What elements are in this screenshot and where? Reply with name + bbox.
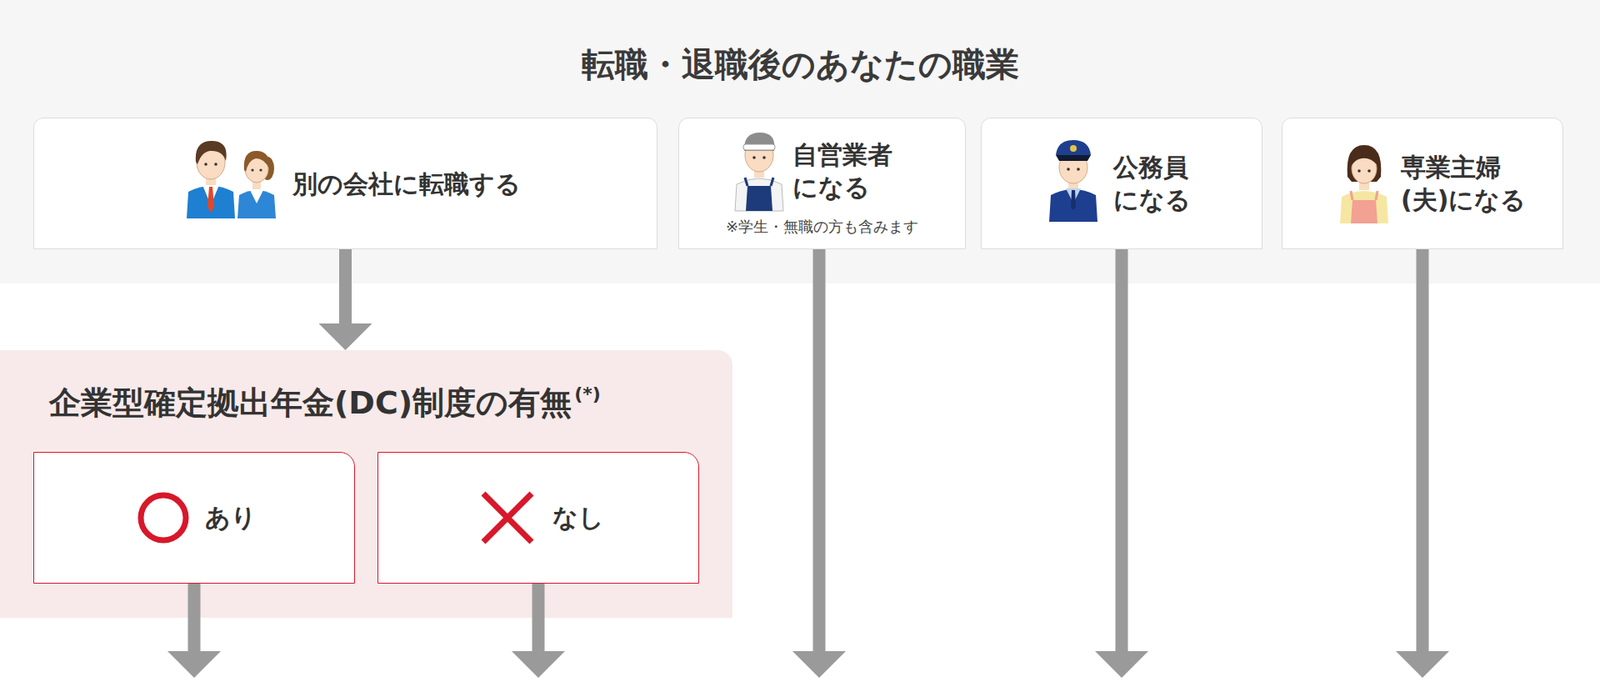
arrow-head bbox=[319, 323, 373, 350]
arrow-shaft bbox=[339, 249, 352, 325]
choice-box: あり bbox=[33, 451, 355, 584]
arrow-head bbox=[511, 650, 565, 678]
police-officer-icon bbox=[1049, 140, 1098, 222]
office-woman-icon bbox=[237, 150, 276, 219]
box-label: 自営業者 になる bbox=[792, 138, 923, 204]
arrow-head bbox=[792, 650, 846, 678]
box-label: 別の会社に転職する bbox=[292, 167, 521, 200]
arrow-shaft bbox=[532, 583, 545, 652]
circle-mark bbox=[140, 495, 186, 540]
panel-heading: 企業型確定拠出年金(DC)制度の有無(*) bbox=[49, 381, 601, 425]
footnote-mark: (*) bbox=[574, 383, 601, 405]
flow-arrow bbox=[319, 249, 373, 350]
shopkeeper-icon bbox=[735, 132, 784, 211]
arrow-head bbox=[167, 650, 221, 678]
cross-mark bbox=[483, 493, 532, 542]
career-box: 別の会社に転職する bbox=[33, 117, 658, 250]
choice-label: なし bbox=[552, 500, 605, 535]
career-box: 公務員 になる bbox=[980, 117, 1263, 250]
diagram-title: 転職・退職後のあなたの職業 bbox=[0, 41, 1600, 88]
homemaker-icon bbox=[1340, 145, 1389, 224]
box-label: 公務員 になる bbox=[1113, 150, 1244, 216]
career-box: 専業主婦 (夫)になる bbox=[1281, 117, 1564, 250]
exit-arrows bbox=[167, 249, 1450, 678]
career-box: 自営業者 になる ※学生・無職の方も含みます bbox=[678, 117, 966, 250]
arrow-head bbox=[1395, 650, 1450, 678]
arrow-head bbox=[1095, 650, 1149, 678]
arrow-shaft bbox=[1416, 249, 1430, 652]
choice-label: あり bbox=[205, 500, 257, 535]
arrow-shaft bbox=[813, 249, 826, 652]
box-note: ※学生・無職の方も含みます bbox=[679, 216, 965, 237]
connector-layer bbox=[319, 249, 373, 350]
box-label: 専業主婦 (夫)になる bbox=[1400, 150, 1531, 216]
dc-panel: 企業型確定拠出年金(DC)制度の有無(*) あり なし bbox=[0, 350, 733, 618]
panel-title: 企業型確定拠出年金(DC)制度の有無 bbox=[49, 384, 572, 421]
arrow-shaft bbox=[188, 583, 201, 652]
choice-box: なし bbox=[377, 451, 700, 584]
office-man-icon bbox=[186, 140, 235, 219]
arrow-shaft bbox=[1115, 249, 1129, 652]
